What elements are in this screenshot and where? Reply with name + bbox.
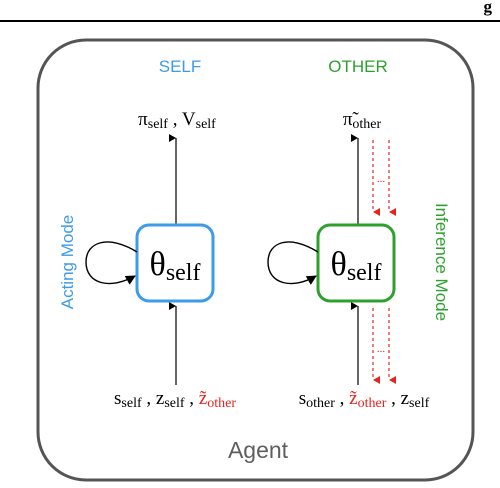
other-input-label: sother , z̃other , zself [299,388,430,411]
z-tilde-symbol: z̃ [199,388,207,409]
z-subscript: self [409,396,430,411]
separator: , [335,388,349,409]
z-subscript: self [164,396,185,411]
acting-mode-label: Acting Mode [58,215,77,310]
other-network-label: θself [331,246,382,286]
theta-symbol: θ [331,246,347,283]
inference-ellipsis-upper: ... [377,173,386,185]
pi-subscript: other [352,117,381,132]
self-network-label: θself [150,246,201,286]
z-tilde-subscript: other [358,396,387,411]
agent-frame [36,38,475,482]
agent-label: Agent [228,437,289,463]
self-recurrent-loop [85,241,138,285]
separator: , [168,109,182,130]
other-output-label: π̃other [343,109,382,132]
z-tilde-subscript: other [207,396,236,411]
other-column-label: OTHER [328,57,388,76]
separator: , [185,388,199,409]
self-output-label: πself , Vself [138,109,216,132]
theta-symbol: θ [150,246,166,283]
s-symbol: s [299,388,306,409]
running-title-fragment: g [483,0,493,16]
pi-symbol: π [138,109,148,130]
z-tilde-symbol: z̃ [349,388,357,409]
z-symbol: z [156,388,164,409]
s-symbol: s [114,388,121,409]
pi-subscript: self [148,117,169,132]
v-symbol: V [182,109,196,130]
self-network-box [135,223,215,303]
s-subscript: other [306,396,335,411]
other-recurrent-loop [267,241,319,285]
v-subscript: self [196,117,217,132]
theta-subscript: self [347,260,382,286]
other-network-box [316,223,396,303]
separator: , [386,388,400,409]
header-rule [0,20,500,22]
z-symbol: z [401,388,409,409]
s-subscript: self [121,396,142,411]
separator: , [142,388,156,409]
inference-mode-label: Inference Mode [432,203,451,321]
inference-ellipsis-lower: ... [377,343,386,355]
self-input-label: sself , zself , z̃other [114,388,236,411]
self-column-label: SELF [159,57,202,76]
page-header: g [0,0,500,22]
theta-subscript: self [166,260,201,286]
